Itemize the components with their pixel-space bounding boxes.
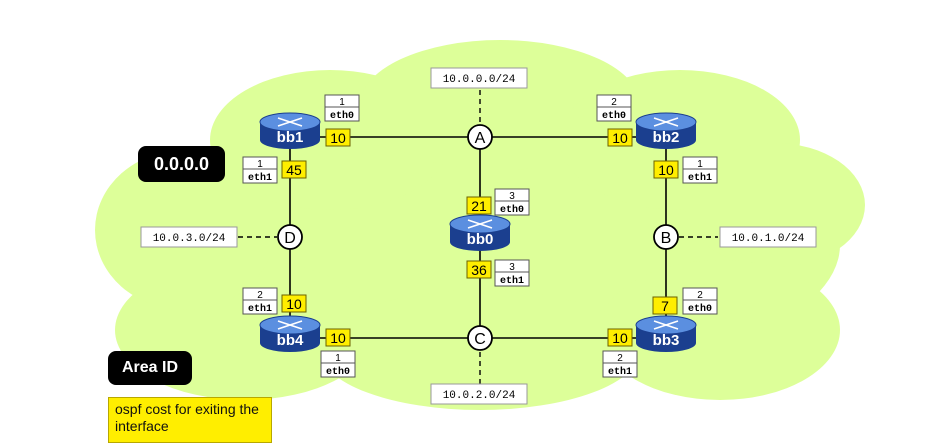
port-number: 1	[339, 97, 345, 108]
cost-legend: ospf cost for exiting the interface	[108, 397, 272, 443]
network-node-C: C	[467, 325, 493, 351]
router-arrows-icon	[653, 117, 679, 127]
cost-box: 10	[607, 328, 633, 347]
interface-tag: 2 eth0	[682, 287, 718, 315]
subnet-prefix-C: 10.0.2.0/24	[443, 390, 516, 402]
subnet-box-C: 10.0.2.0/24	[430, 383, 528, 405]
cost-box: 10	[325, 128, 351, 147]
cost-value: 10	[658, 162, 674, 178]
router-arrows-icon	[277, 117, 303, 127]
router-arrows-icon	[653, 320, 679, 330]
interface-tag: 2 eth1	[602, 350, 638, 378]
cost-value: 10	[330, 330, 346, 346]
cost-value: 10	[330, 130, 346, 146]
interface-tag: 1 eth1	[242, 156, 278, 184]
cost-value: 21	[471, 198, 487, 214]
cost-value: 10	[286, 296, 302, 312]
port-number: 2	[611, 97, 617, 108]
cost-box: 36	[466, 260, 492, 279]
cost-value: 10	[612, 130, 628, 146]
network-label-D: D	[284, 230, 296, 247]
interface-name: eth0	[602, 110, 626, 122]
cost-value: 45	[286, 162, 302, 178]
interface-bb1-A: 10 1 eth0	[324, 94, 360, 147]
cost-box: 10	[325, 328, 351, 347]
interface-bb3-C: 10 2 eth1	[602, 328, 638, 378]
router-bb4: bb4	[259, 315, 321, 352]
port-number: 3	[509, 262, 515, 273]
interface-bb0-C: 36 3 eth1	[466, 259, 530, 287]
interface-name: eth0	[688, 303, 712, 315]
subnet-prefix-D: 10.0.3.0/24	[153, 233, 226, 245]
router-label: bb0	[467, 231, 494, 248]
cost-value: 36	[471, 262, 487, 278]
interface-bb2-B: 10 1 eth1	[653, 156, 718, 184]
router-label: bb3	[653, 332, 680, 349]
cost-box: 45	[281, 160, 307, 179]
interface-bb4-C: 10 1 eth0	[320, 328, 356, 378]
area-id-legend: Area ID	[108, 351, 192, 385]
router-bb1: bb1	[259, 112, 321, 149]
interface-tag: 1 eth0	[320, 350, 356, 378]
cost-value: 7	[661, 298, 669, 314]
interface-tag: 2 eth0	[596, 94, 632, 122]
port-number: 2	[257, 290, 263, 301]
network-label-B: B	[661, 230, 672, 247]
router-bb0: bb0	[449, 214, 511, 251]
network-node-B: B	[653, 224, 679, 250]
subnet-prefix-A: 10.0.0.0/24	[443, 74, 516, 86]
cost-value: 10	[612, 330, 628, 346]
interface-tag: 1 eth1	[682, 156, 718, 184]
interface-bb2-A: 10 2 eth0	[596, 94, 633, 147]
interface-name: eth0	[500, 204, 524, 216]
interface-tag: 2 eth1	[242, 287, 278, 315]
interface-bb1-D: 45 1 eth1	[242, 156, 307, 184]
cost-box: 10	[653, 160, 679, 179]
subnet-stubs	[238, 90, 718, 384]
cost-box: 7	[652, 296, 678, 315]
interface-name: eth1	[248, 172, 272, 184]
subnet-box-A: 10.0.0.0/24	[430, 67, 528, 89]
router-arrows-icon	[467, 219, 493, 229]
interface-bb0-A: 21 3 eth0	[466, 188, 530, 216]
interface-tag: 3 eth0	[494, 188, 530, 216]
subnet-box-B: 10.0.1.0/24	[719, 226, 817, 248]
interface-name: eth1	[248, 303, 272, 315]
cost-box: 10	[607, 128, 633, 147]
interface-bb4-D: 10 2 eth1	[242, 287, 307, 315]
area-id-badge: 0.0.0.0	[138, 146, 225, 182]
interface-bb3-B: 7 2 eth0	[652, 287, 718, 315]
cost-box: 10	[281, 294, 307, 313]
router-bb3: bb3	[635, 315, 697, 352]
interface-name: eth1	[688, 172, 712, 184]
network-node-D: D	[277, 224, 303, 250]
port-number: 2	[697, 290, 703, 301]
network-node-A: A	[467, 124, 493, 150]
port-number: 1	[257, 159, 263, 170]
subnet-prefix-B: 10.0.1.0/24	[732, 233, 805, 245]
port-number: 1	[697, 159, 703, 170]
port-number: 3	[509, 191, 515, 202]
router-label: bb2	[653, 129, 680, 146]
router-label: bb4	[277, 332, 304, 349]
interface-name: eth1	[500, 275, 524, 287]
interface-name: eth0	[326, 366, 350, 378]
cost-box: 21	[466, 196, 492, 215]
router-bb2: bb2	[635, 112, 697, 149]
port-number: 1	[335, 353, 341, 364]
interface-tag: 3 eth1	[494, 259, 530, 287]
network-label-A: A	[475, 130, 486, 147]
router-label: bb1	[277, 129, 304, 146]
interface-tag: 1 eth0	[324, 94, 360, 122]
port-number: 2	[617, 353, 623, 364]
network-label-C: C	[474, 331, 486, 348]
interface-name: eth0	[330, 110, 354, 122]
interface-name: eth1	[608, 366, 632, 378]
subnet-box-D: 10.0.3.0/24	[140, 226, 238, 248]
router-arrows-icon	[277, 320, 303, 330]
